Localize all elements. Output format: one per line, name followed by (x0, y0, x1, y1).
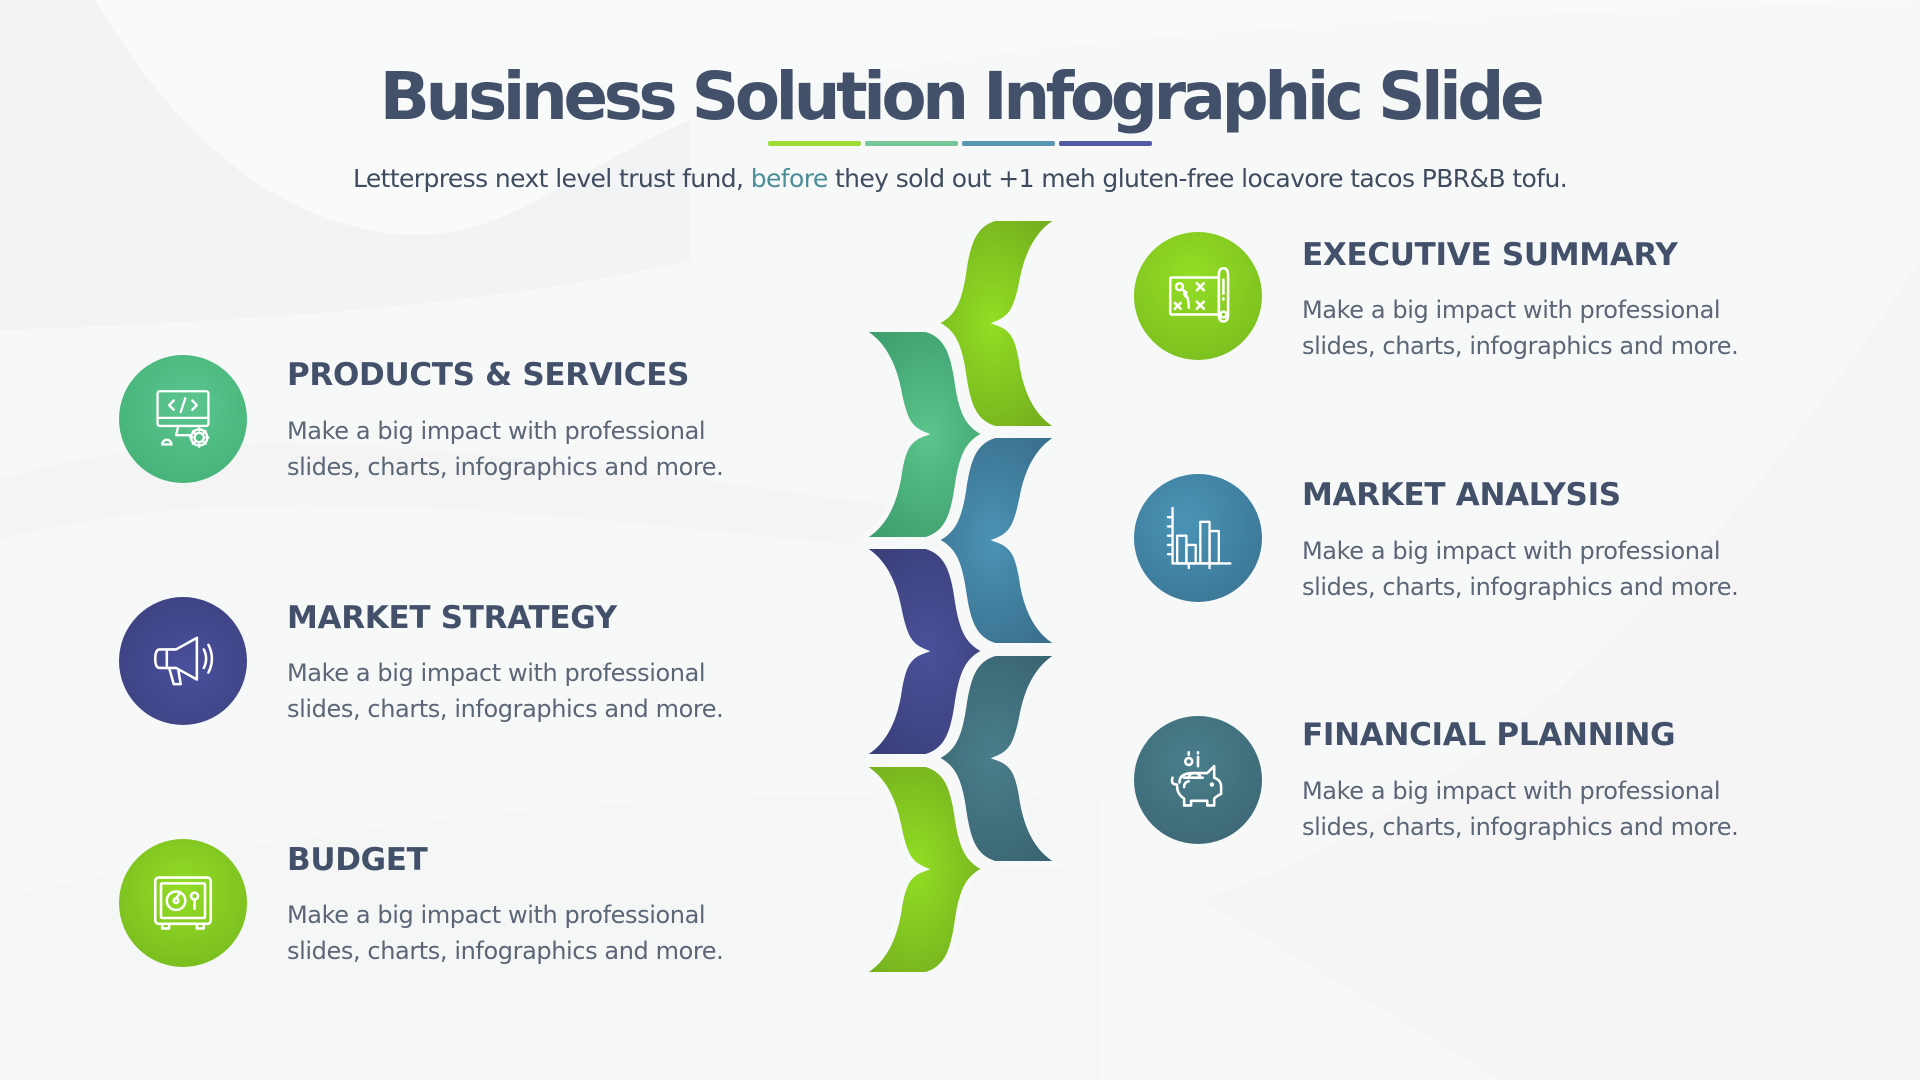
underline-segment-2 (865, 141, 958, 146)
subtitle-accent-word: before (750, 164, 828, 193)
megaphone-icon (153, 636, 214, 686)
market-analysis-badge (1134, 474, 1262, 602)
item-heading: EXECUTIVE SUMMARY (1302, 237, 1678, 273)
subtitle-text-start: Letterpress next level trust fund, (352, 164, 751, 193)
description-line-2: slides, charts, infographics and more. (1302, 332, 1739, 360)
subtitle: Letterpress next level trust fund, befor… (0, 164, 1920, 193)
item-heading: FINANCIAL PLANNING (1302, 717, 1676, 753)
item-heading: MARKET STRATEGY (287, 600, 617, 636)
financial-planning-badge (1134, 716, 1262, 844)
description-line-1: Make a big impact with professional (1302, 777, 1721, 805)
item-heading: BUDGET (287, 842, 428, 878)
description-line-1: Make a big impact with professional (1302, 296, 1721, 324)
underline-segment-4 (1059, 141, 1152, 146)
description-line-1: Make a big impact with professional (1302, 537, 1721, 565)
budget-badge (119, 839, 247, 967)
bar-chart-icon (1166, 506, 1232, 570)
description-line-2: slides, charts, infographics and more. (287, 453, 724, 481)
strategy-map-icon (1168, 266, 1230, 323)
safe-icon (153, 876, 213, 930)
description-line-1: Make a big impact with professional (287, 417, 706, 445)
executive-summary-badge (1134, 232, 1262, 360)
underline-segment-1 (768, 141, 861, 146)
description-line-2: slides, charts, infographics and more. (1302, 573, 1739, 601)
underline-segment-3 (962, 141, 1055, 146)
computer-code-gear-icon (156, 390, 210, 448)
item-heading: PRODUCTS & SERVICES (287, 357, 690, 393)
market-strategy-badge (119, 597, 247, 725)
item-description: Make a big impact with professional slid… (1302, 292, 1739, 364)
title-underline (768, 141, 1152, 146)
description-line-2: slides, charts, infographics and more. (1302, 813, 1739, 841)
piggy-bank-icon (1170, 750, 1223, 807)
description-line-1: Make a big impact with professional (287, 659, 706, 687)
item-description: Make a big impact with professional slid… (1302, 773, 1739, 845)
item-description: Make a big impact with professional slid… (287, 655, 724, 727)
item-description: Make a big impact with professional slid… (287, 897, 724, 969)
item-description: Make a big impact with professional slid… (1302, 533, 1739, 605)
products-services-badge (119, 355, 247, 483)
item-heading: MARKET ANALYSIS (1302, 477, 1621, 513)
description-line-1: Make a big impact with professional (287, 901, 706, 929)
description-line-2: slides, charts, infographics and more. (287, 695, 724, 723)
page-title: Business Solution Infographic Slide (379, 58, 1545, 135)
subtitle-text-end: they sold out +1 meh gluten-free locavor… (827, 164, 1568, 193)
description-line-2: slides, charts, infographics and more. (287, 937, 724, 965)
item-description: Make a big impact with professional slid… (287, 413, 724, 485)
